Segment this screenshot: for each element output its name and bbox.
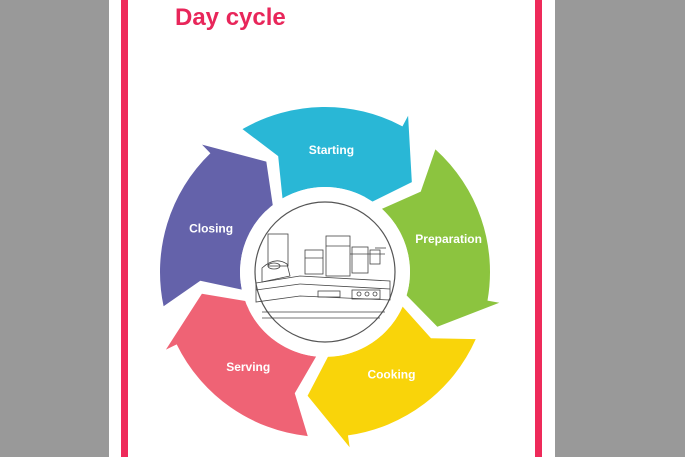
- stage-label-preparation: Preparation: [415, 232, 482, 246]
- cycle-arrow-starting: [242, 106, 412, 209]
- cycle-segments: [160, 106, 500, 448]
- kitchen-illustration: [255, 233, 391, 319]
- cycle-arrow-serving: [165, 293, 317, 437]
- stage-label-starting: Starting: [309, 143, 354, 157]
- page-border-right: [535, 0, 542, 457]
- page-border-left: [121, 0, 128, 457]
- cycle-arrow-preparation: [381, 149, 500, 327]
- cycle-arrow-cooking: [307, 306, 476, 448]
- center-image-frame: [254, 201, 396, 343]
- page-title: Day cycle: [175, 4, 286, 31]
- stage-label-cooking: Cooking: [367, 367, 415, 381]
- stage-label-closing: Closing: [189, 221, 233, 235]
- stage-label-serving: Serving: [226, 360, 270, 374]
- cycle-arrow-closing: [160, 144, 275, 307]
